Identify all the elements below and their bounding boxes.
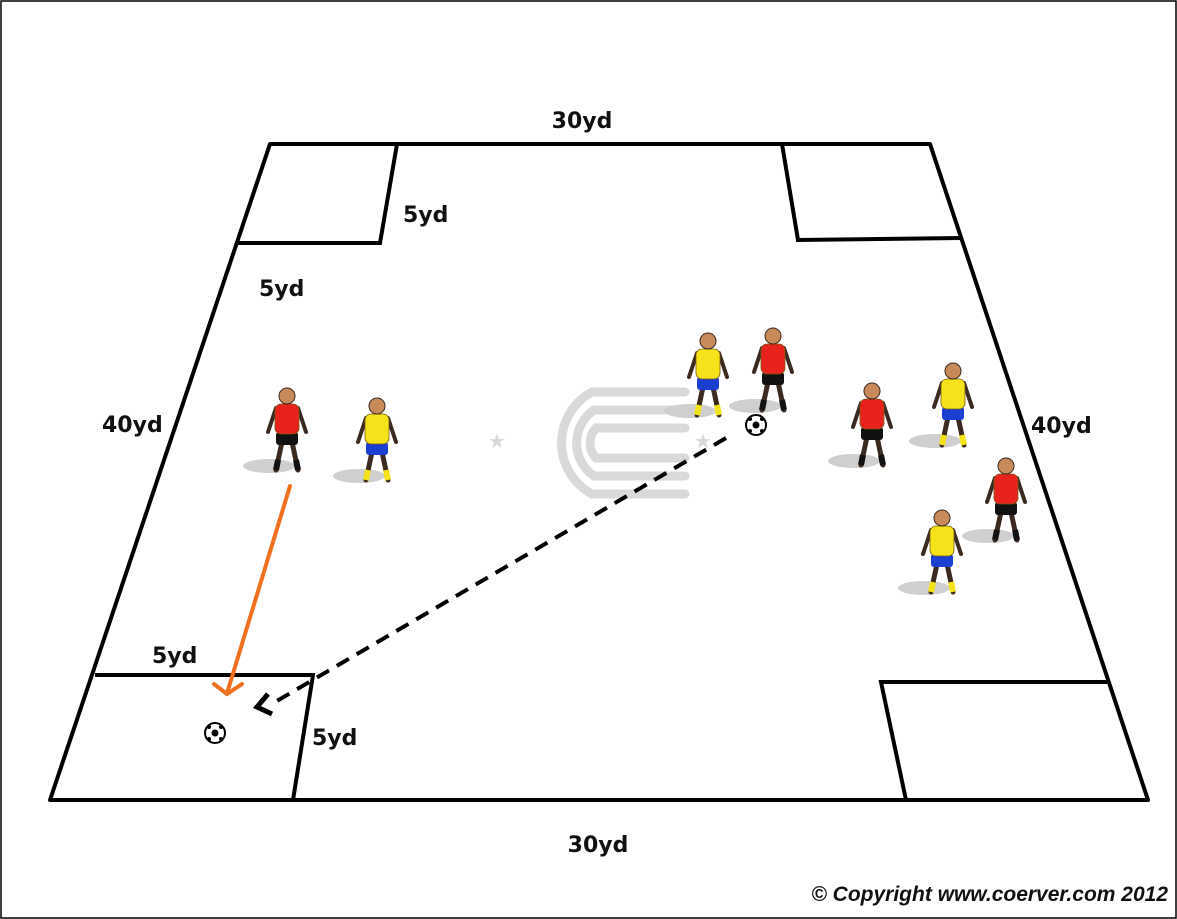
svg-text:★: ★ [694, 429, 712, 453]
bottom-width-label: 30yd [568, 833, 629, 858]
coerver-logo-watermark: ★ ★ [488, 387, 712, 499]
soccer-ball-icon [204, 722, 226, 744]
top-left-corner-box [238, 143, 399, 245]
red-player-icon [729, 327, 794, 413]
field-outline [48, 142, 1150, 802]
left-length-label: 40yd [102, 413, 163, 438]
yellow-player-icon [333, 397, 398, 483]
soccer-ball-icon [745, 414, 767, 436]
yellow-player-icon [909, 362, 974, 448]
right-length-label: 40yd [1031, 414, 1092, 439]
copyright-notice: © Copyright www.coerver.com 2012 [811, 883, 1168, 906]
top-right-corner-box [780, 143, 962, 243]
top-left-box-side-label: 5yd [403, 203, 448, 228]
players [243, 327, 1027, 595]
pass-arrow [252, 436, 728, 717]
yellow-player-icon [898, 509, 963, 595]
red-player-icon [962, 457, 1027, 543]
red-player-icon [828, 382, 893, 468]
top-left-box-bottom-label: 5yd [259, 277, 304, 302]
bottom-left-corner-box [95, 673, 316, 801]
red-player-icon [243, 387, 308, 473]
bottom-left-box-top-label: 5yd [152, 644, 197, 669]
top-width-label: 30yd [552, 109, 613, 134]
yellow-player-icon [664, 332, 729, 418]
bottom-right-corner-box [878, 680, 1107, 801]
svg-text:★: ★ [488, 429, 506, 453]
bottom-left-box-side-label: 5yd [312, 726, 357, 751]
run-arrow [212, 484, 292, 697]
